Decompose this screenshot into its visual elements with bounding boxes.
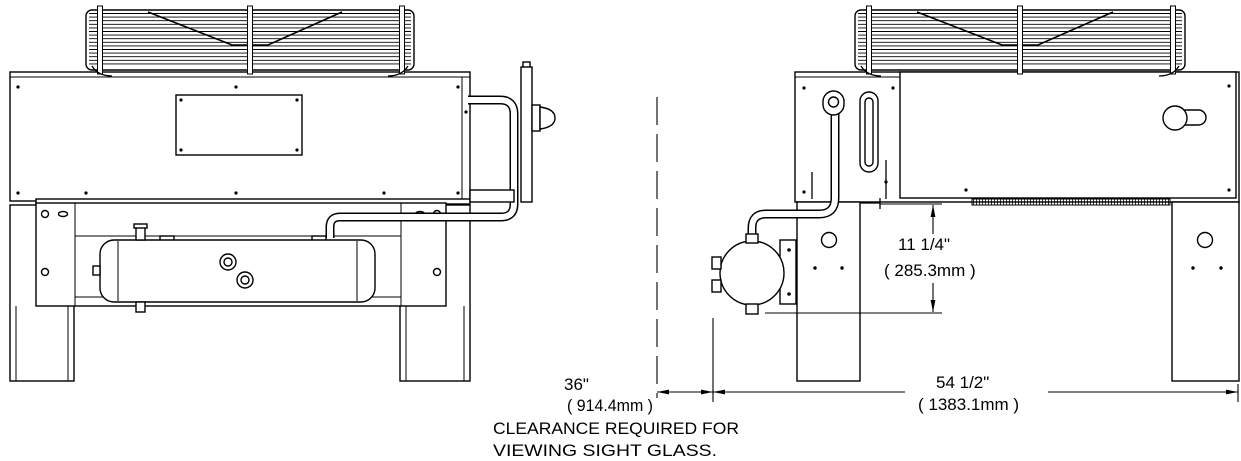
rivet xyxy=(16,85,20,89)
receiver-bracket-bolt xyxy=(787,292,791,296)
receiver-side-fitting xyxy=(711,279,722,293)
clearance-dimension-metric: ( 914.4mm ) xyxy=(567,396,653,415)
receiver-tank xyxy=(99,239,376,303)
clearance-note-line-1: CLEARANCE REQUIRED FOR xyxy=(493,419,739,438)
receiver-bottom-fitting xyxy=(745,303,759,315)
rivet xyxy=(802,86,806,90)
tank-end-fitting xyxy=(92,265,101,276)
cabinet-rivets xyxy=(16,85,468,195)
receiver-sight-glass-body xyxy=(719,240,785,306)
fan-guard-foot xyxy=(387,65,409,77)
rivet xyxy=(382,191,386,195)
fan-guard-rib xyxy=(399,5,405,75)
rivet xyxy=(84,191,88,195)
fan-guard-foot xyxy=(1158,65,1180,77)
tank-top-fitting-cap xyxy=(133,223,148,229)
fan-guard-rib xyxy=(866,5,872,75)
access-panel xyxy=(175,94,303,156)
leg-bolt xyxy=(840,266,844,270)
side-view xyxy=(711,5,1240,382)
rivet xyxy=(16,191,20,195)
pipe-support-box xyxy=(469,189,515,203)
leg-hole xyxy=(1196,231,1214,249)
leg-left xyxy=(796,201,861,382)
tube-loop-bore xyxy=(827,96,840,108)
rivet xyxy=(234,85,238,89)
clearance-dimension-imperial: 36" xyxy=(564,375,589,394)
rivet xyxy=(464,110,468,114)
width-dimension-imperial: 54 1/2" xyxy=(936,373,989,392)
valve-flange xyxy=(520,66,533,203)
rivet xyxy=(234,191,238,195)
tube-loop-bore xyxy=(864,97,874,167)
rivet xyxy=(295,148,299,152)
tank-top-fitting xyxy=(135,226,146,241)
vertical-dimension-imperial: 11 1/4" xyxy=(898,235,950,254)
valve-cap xyxy=(539,106,556,130)
fan-guard-rib xyxy=(1017,5,1023,75)
rivet xyxy=(295,98,299,102)
refrigerant-pipe-bore xyxy=(749,112,838,238)
clearance-note-line-2: VIEWING SIGHT GLASS. xyxy=(493,441,717,460)
base-strip xyxy=(971,198,1171,206)
rivet xyxy=(456,191,460,195)
valve-body xyxy=(531,104,541,132)
rivet xyxy=(1227,188,1231,192)
fan-guard-foot xyxy=(860,65,882,77)
leg-right xyxy=(1171,201,1240,382)
rivet xyxy=(964,188,968,192)
receiver-side-fitting xyxy=(711,256,722,270)
fan-guard-rib xyxy=(1170,5,1176,75)
leg-bolt xyxy=(813,266,817,270)
rivet xyxy=(456,85,460,89)
leg-bolt xyxy=(1219,266,1223,270)
front-view xyxy=(9,5,556,382)
fan-guard xyxy=(85,5,415,77)
rivet xyxy=(179,98,183,102)
fan-guard-rib xyxy=(247,5,253,75)
rivet xyxy=(802,190,806,194)
tank-bottom-fitting xyxy=(135,301,146,313)
rivet xyxy=(1227,84,1231,88)
leg-bolt xyxy=(1191,266,1195,270)
tank-port-bore xyxy=(240,275,250,285)
frame-bolt xyxy=(432,267,442,277)
handle-knob xyxy=(1162,105,1188,131)
fan-guard-foot xyxy=(91,65,113,77)
rivet xyxy=(179,148,183,152)
dimension-annotations: 11 1/4" ( 285.3mm ) 36" ( 914.4mm ) CLEA… xyxy=(493,97,1239,460)
cabinet-rivets xyxy=(802,84,1231,194)
receiver-top-fitting xyxy=(745,233,759,244)
leg-hole xyxy=(820,231,838,249)
fan-guard-rib xyxy=(97,5,103,75)
rivet xyxy=(891,86,895,90)
frame-bolt xyxy=(40,267,50,277)
frame-bolt xyxy=(40,209,50,219)
refrigerant-pipe-bore xyxy=(327,97,517,238)
frame-slot xyxy=(57,210,69,218)
width-dimension-metric: ( 1383.1mm ) xyxy=(918,395,1019,414)
vertical-dimension-metric: ( 285.3mm ) xyxy=(884,261,976,280)
front-access-panel xyxy=(899,71,1237,199)
fan-guard xyxy=(854,5,1186,77)
receiver-bracket-bolt xyxy=(787,248,791,252)
tank-port-bore xyxy=(223,257,233,267)
